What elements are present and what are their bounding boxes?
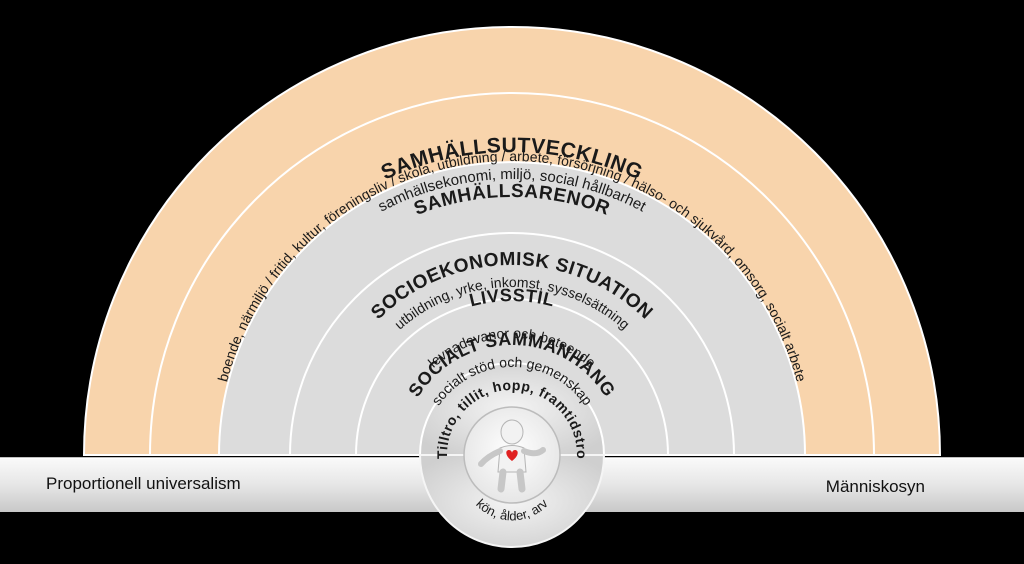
person-with-heart-icon: [478, 419, 546, 493]
bar-right-label: Människosyn: [826, 477, 925, 496]
heart-icon: [506, 450, 518, 461]
bar-left-label: Proportionell universalism: [46, 474, 241, 493]
